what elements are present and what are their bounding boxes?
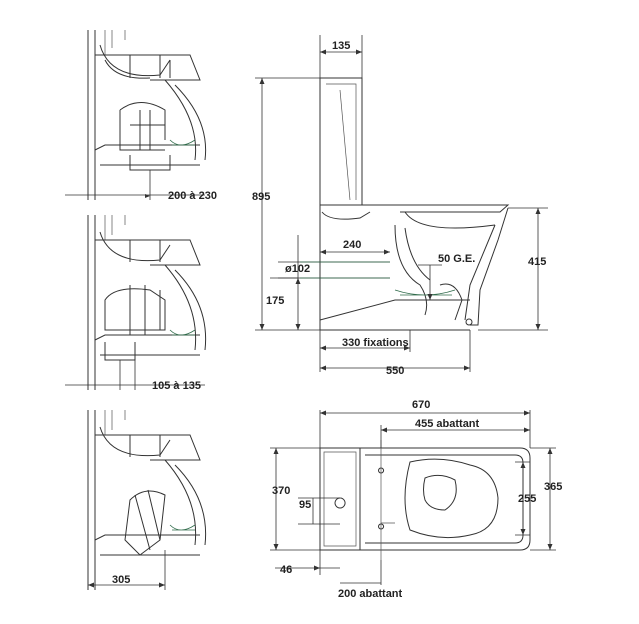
dim-label-j: 670	[412, 399, 430, 411]
plan-view: 670 455 abattant 370 95 255 365 46 200 a…	[270, 399, 562, 600]
dim-label-k: 455 abattant	[415, 418, 480, 430]
dim-label-b: 895	[252, 191, 270, 203]
side-elevation: 135 895 240 ø102 50 G.E. 415 175 330 fix…	[252, 35, 548, 377]
variant-horizontal-outlet: 200 à 230	[65, 30, 217, 202]
dim-label-g: 175	[266, 295, 284, 307]
dim-label-o: 365	[544, 481, 562, 493]
variant-angled-outlet: 305	[87, 410, 207, 590]
dim-label-l: 370	[272, 485, 290, 497]
dim-label-i: 550	[386, 365, 404, 377]
dim-label-d: ø102	[285, 263, 310, 275]
dim-label-p: 46	[280, 564, 292, 576]
dim-label-t: 305	[112, 574, 130, 586]
dim-label-n: 255	[518, 493, 536, 505]
dim-label-a: 135	[332, 40, 350, 52]
dim-label-f: 415	[528, 256, 546, 268]
dim-label-h: 330 fixations	[342, 337, 409, 349]
dim-label-c: 240	[343, 239, 361, 251]
dim-label-e: 50 G.E.	[438, 253, 475, 265]
dim-label-r: 200 à 230	[168, 190, 217, 202]
variant-adjustable-outlet: 105 à 135	[65, 215, 207, 392]
dim-label-s: 105 à 135	[152, 380, 201, 392]
dim-label-m: 95	[299, 499, 311, 511]
dim-label-q: 200 abattant	[338, 588, 403, 600]
